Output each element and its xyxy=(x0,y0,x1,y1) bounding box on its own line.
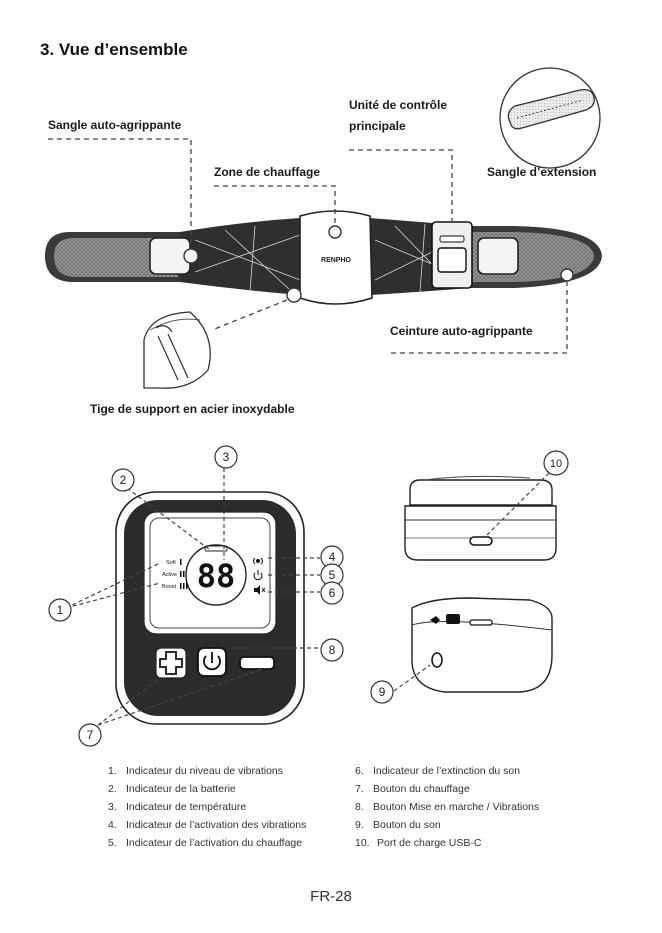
controller-front-view: 88 Soft Active Boost xyxy=(116,492,304,724)
legend-item-10: 10.Port de charge USB-C xyxy=(355,834,539,852)
callout-6: 6 xyxy=(321,582,343,604)
extension-strap-inset xyxy=(500,68,600,168)
sound-button[interactable] xyxy=(432,653,442,667)
callout-8: 8 xyxy=(321,639,343,661)
temperature-display: 88 xyxy=(197,557,236,595)
svg-text:8: 8 xyxy=(329,643,336,657)
strap-buckle-right xyxy=(478,238,518,274)
hook-strap-point xyxy=(184,249,198,263)
legend-item-6: 6.Indicateur de l’extinction du son xyxy=(355,762,539,780)
belt-illustration: RENPHO xyxy=(45,211,602,304)
svg-text:7: 7 xyxy=(87,728,94,742)
svg-text:5: 5 xyxy=(329,568,336,582)
brand-logo: RENPHO xyxy=(321,257,352,264)
controller-side-view-bottom xyxy=(412,598,552,692)
legend-item-8: 8.Bouton Mise en marche / Vibrations xyxy=(355,798,539,816)
callout-10: 10 xyxy=(544,451,568,475)
callout-3: 3 xyxy=(215,446,237,468)
callout-2: 2 xyxy=(112,469,134,491)
svg-text:3: 3 xyxy=(223,450,230,464)
heating-minus-button[interactable] xyxy=(240,657,274,669)
usb-c-port xyxy=(470,537,492,545)
heating-zone-point xyxy=(329,226,341,238)
legend-left: 1.Indicateur du niveau de vibrations 2.I… xyxy=(108,762,306,852)
power-vibration-button[interactable] xyxy=(198,648,226,676)
level-active-label: Active xyxy=(162,572,177,578)
legend-item-7: 7.Bouton du chauffage xyxy=(355,780,539,798)
svg-text:4: 4 xyxy=(329,550,336,564)
svg-text:10: 10 xyxy=(550,458,562,470)
support-rod-inset xyxy=(144,312,210,388)
legend-item-2: 2.Indicateur de la batterie xyxy=(108,780,306,798)
legend-right: 6.Indicateur de l’extinction du son 7.Bo… xyxy=(355,762,539,852)
callout-7: 7 xyxy=(79,724,101,746)
legend-item-9: 9.Bouton du son xyxy=(355,816,539,834)
callout-1: 1 xyxy=(49,599,71,621)
legend-item-4: 4.Indicateur de l’activation des vibrati… xyxy=(108,816,306,834)
heating-plus-button[interactable] xyxy=(156,648,186,678)
level-soft-label: Soft xyxy=(166,560,176,566)
legend-item-1: 1.Indicateur du niveau de vibrations xyxy=(108,762,306,780)
hook-belt-point xyxy=(561,269,573,281)
svg-text:2: 2 xyxy=(120,473,127,487)
page-number: FR-28 xyxy=(0,888,662,905)
legend-item-3: 3.Indicateur de température xyxy=(108,798,306,816)
svg-text:6: 6 xyxy=(329,586,336,600)
support-rod-point xyxy=(287,288,301,302)
legend-item-5: 5.Indicateur de l’activation du chauffag… xyxy=(108,834,306,852)
svg-text:1: 1 xyxy=(57,603,64,617)
svg-text:9: 9 xyxy=(379,685,386,699)
callout-9: 9 xyxy=(371,681,393,703)
level-boost-label: Boost xyxy=(162,584,177,590)
